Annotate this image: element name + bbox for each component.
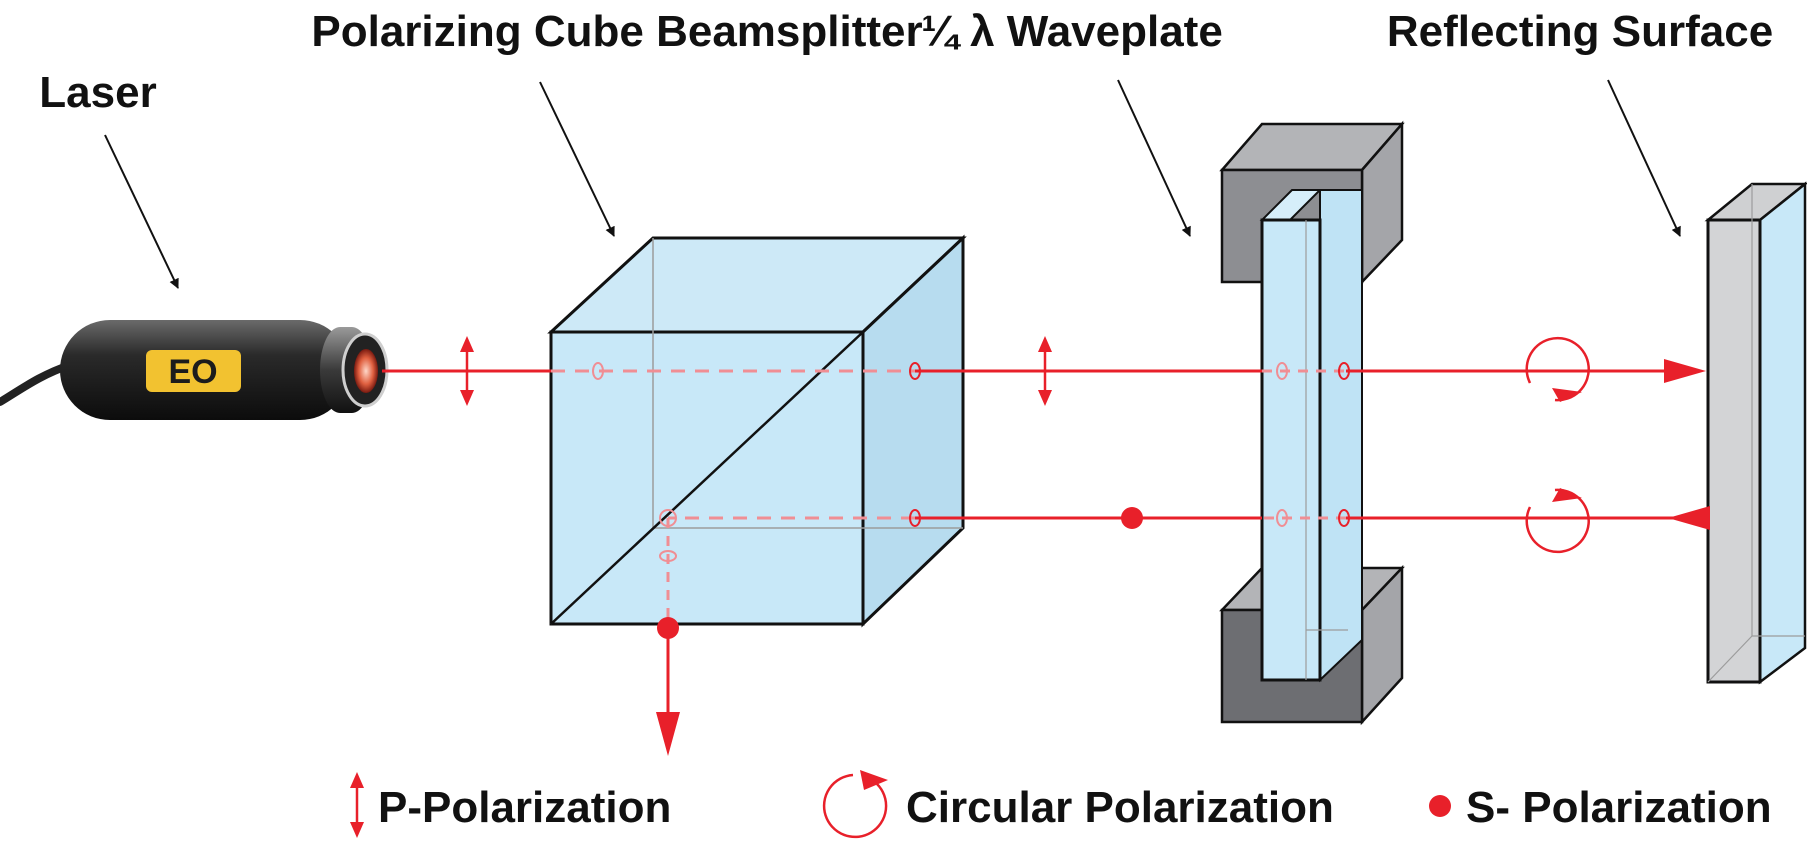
beam-arrow-from-mirror xyxy=(1668,506,1710,530)
cube-diagonal xyxy=(550,331,864,625)
beamsplitter-pointer xyxy=(539,81,615,237)
waveplate-glass-front xyxy=(1260,218,1322,682)
legend: P-Polarization Circular Polarization S- … xyxy=(350,770,1772,839)
beamsplitter-label: Polarizing Cube Beamsplitter xyxy=(311,7,922,56)
circular-polarization-marker-return xyxy=(1525,488,1590,554)
waveplate-label: ¼ λ Waveplate xyxy=(921,7,1223,56)
surface-label: Reflecting Surface xyxy=(1387,7,1773,56)
s-polarization-marker-return xyxy=(1121,507,1143,529)
legend-s-polarization-icon xyxy=(1429,795,1451,817)
laser-aperture xyxy=(354,349,378,393)
surface-pointer xyxy=(1607,79,1681,237)
beam-interface-markers xyxy=(592,362,1350,562)
legend-circular-polarization-icon xyxy=(822,770,888,839)
legend-s-polarization: S- Polarization xyxy=(1429,783,1772,832)
quarter-waveplate xyxy=(1219,120,1405,726)
legend-p-polarization: P-Polarization xyxy=(350,772,671,838)
circular-polarization-marker-out xyxy=(1525,336,1590,402)
mirror-front-face xyxy=(1706,218,1762,684)
p-polarization-marker-2 xyxy=(1038,336,1052,406)
mirror-glass-face xyxy=(1758,181,1807,685)
laser-logo: EO xyxy=(146,350,241,392)
waveplate-pointer xyxy=(1117,79,1191,237)
legend-circular-polarization-label: Circular Polarization xyxy=(906,783,1334,832)
s-polarization-marker-down xyxy=(657,617,679,639)
legend-s-polarization-label: S- Polarization xyxy=(1466,783,1772,832)
beam-arrow-down xyxy=(656,712,680,756)
laser-label: Laser xyxy=(39,68,156,117)
laser-logo-text: EO xyxy=(168,353,217,391)
legend-p-polarization-label: P-Polarization xyxy=(378,783,671,832)
laser-cable xyxy=(0,361,74,406)
p-polarization-marker-1 xyxy=(460,336,474,406)
legend-circular-polarization: Circular Polarization xyxy=(822,770,1334,839)
waveplate-glass-side xyxy=(1319,189,1363,683)
beam-arrow-to-mirror xyxy=(1664,359,1706,383)
legend-p-polarization-icon xyxy=(350,772,364,838)
beam-paths xyxy=(382,369,1690,720)
laser-pointer xyxy=(104,134,179,289)
reflecting-surface xyxy=(1704,181,1807,685)
polarizing-cube-beamsplitter xyxy=(547,234,967,628)
laser: EO xyxy=(0,320,389,420)
